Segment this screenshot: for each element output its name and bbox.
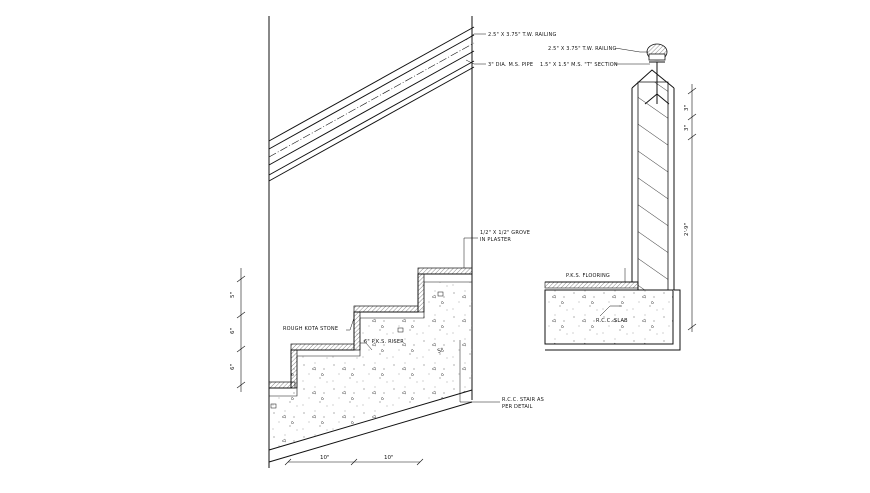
label-t-section: 1.5" X 1.5" M.S. "T" SECTION bbox=[540, 62, 618, 68]
label-riser: 6" P.K.S. RISER bbox=[364, 339, 404, 345]
leader-lines bbox=[346, 33, 650, 403]
right-dimension-chain: 3" 3" 2'-9" bbox=[684, 84, 697, 332]
step-outline bbox=[269, 273, 472, 389]
dim-bottom-1: 10" bbox=[320, 455, 330, 461]
parapet-wall bbox=[637, 81, 669, 291]
label-railing-right: 2.5" X 3.75" T.W. RAILING bbox=[548, 46, 617, 52]
label-rcc-stair-1: R.C.C. STAIR AS bbox=[502, 397, 544, 403]
label-railing-left: 2.5" X 3.75" T.W. RAILING bbox=[488, 32, 557, 38]
dim-right-2: 3" bbox=[684, 125, 690, 131]
landing-section: 3" 3" 2'-9" bbox=[544, 43, 697, 351]
dim-slope: 5" bbox=[437, 347, 445, 355]
rcc-slab bbox=[545, 290, 673, 344]
rcc-stair-body bbox=[269, 282, 472, 450]
rcc-stair-outline bbox=[268, 389, 473, 451]
bottom-dimension-chain: 10" 10" bbox=[284, 455, 424, 466]
dim-left-1: 5" bbox=[230, 292, 236, 298]
label-groove-2: IN PLASTER bbox=[480, 237, 511, 243]
kota-stone-blocks bbox=[270, 291, 444, 409]
label-kota: ROUGH KOTA STONE bbox=[283, 326, 338, 332]
left-dimension-chain: 5" 6" 6" bbox=[230, 268, 246, 392]
dim-bottom-2: 10" bbox=[384, 455, 394, 461]
label-groove-1: 1/2" X 1/2" GROVE bbox=[480, 230, 530, 236]
dim-left-2: 6" bbox=[230, 328, 236, 334]
dim-right-3: 2'-9" bbox=[684, 223, 690, 236]
annotations: 2.5" X 3.75" T.W. RAILING 3" DIA. M.S. P… bbox=[283, 32, 628, 410]
soffit-line bbox=[268, 401, 473, 463]
railing-cap-icon bbox=[646, 43, 668, 61]
dim-right-1: 3" bbox=[684, 105, 690, 111]
label-pipe: 3" DIA. M.S. PIPE bbox=[488, 62, 533, 68]
stair-section: 5" 6" 6" 10" 10" 5" bbox=[230, 16, 475, 468]
label-rcc-slab: R.C.C. SLAB bbox=[596, 318, 628, 324]
dim-left-3: 6" bbox=[230, 364, 236, 370]
t-section bbox=[644, 61, 670, 105]
label-rcc-stair-2: PER DETAIL bbox=[502, 404, 533, 410]
handrail bbox=[268, 26, 475, 182]
label-flooring: P.K.S. FLOORING bbox=[566, 273, 610, 279]
